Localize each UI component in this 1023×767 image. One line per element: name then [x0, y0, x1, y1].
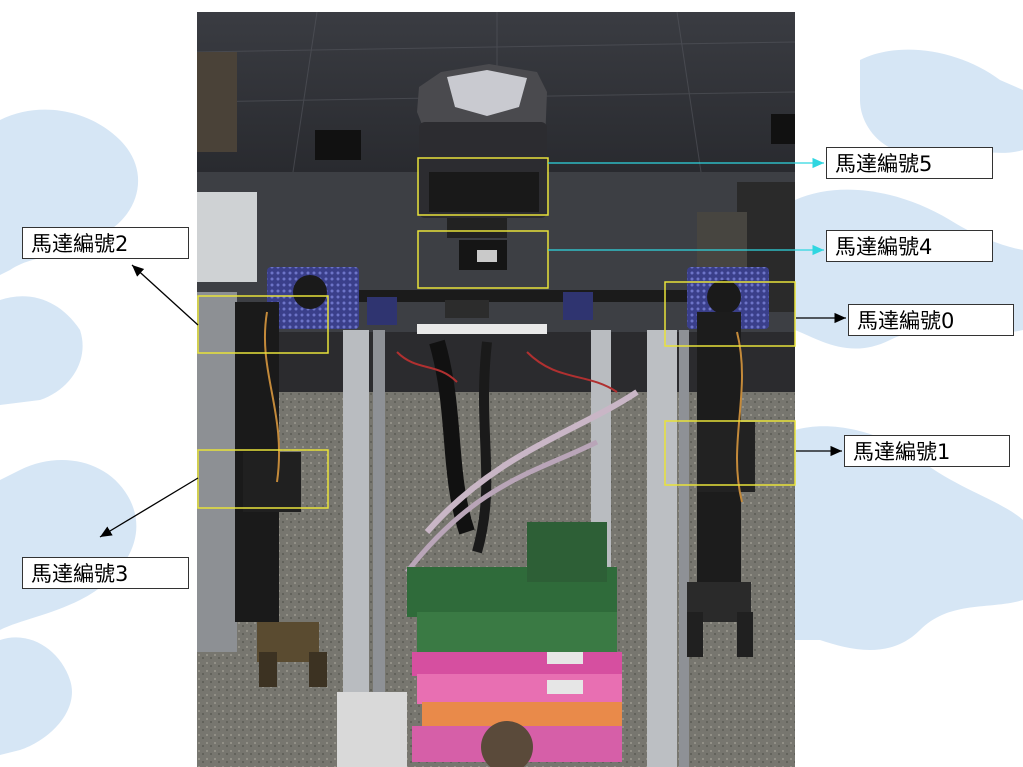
label-motor2: 馬達編號2 [22, 227, 189, 259]
robot-photo [197, 12, 795, 767]
label-motor1: 馬達編號1 [844, 435, 1010, 467]
label-motor3: 馬達編號3 [22, 557, 189, 589]
label-motor0: 馬達編號0 [848, 304, 1014, 336]
label-motor5: 馬達編號5 [826, 147, 993, 179]
label-motor4: 馬達編號4 [826, 230, 993, 262]
